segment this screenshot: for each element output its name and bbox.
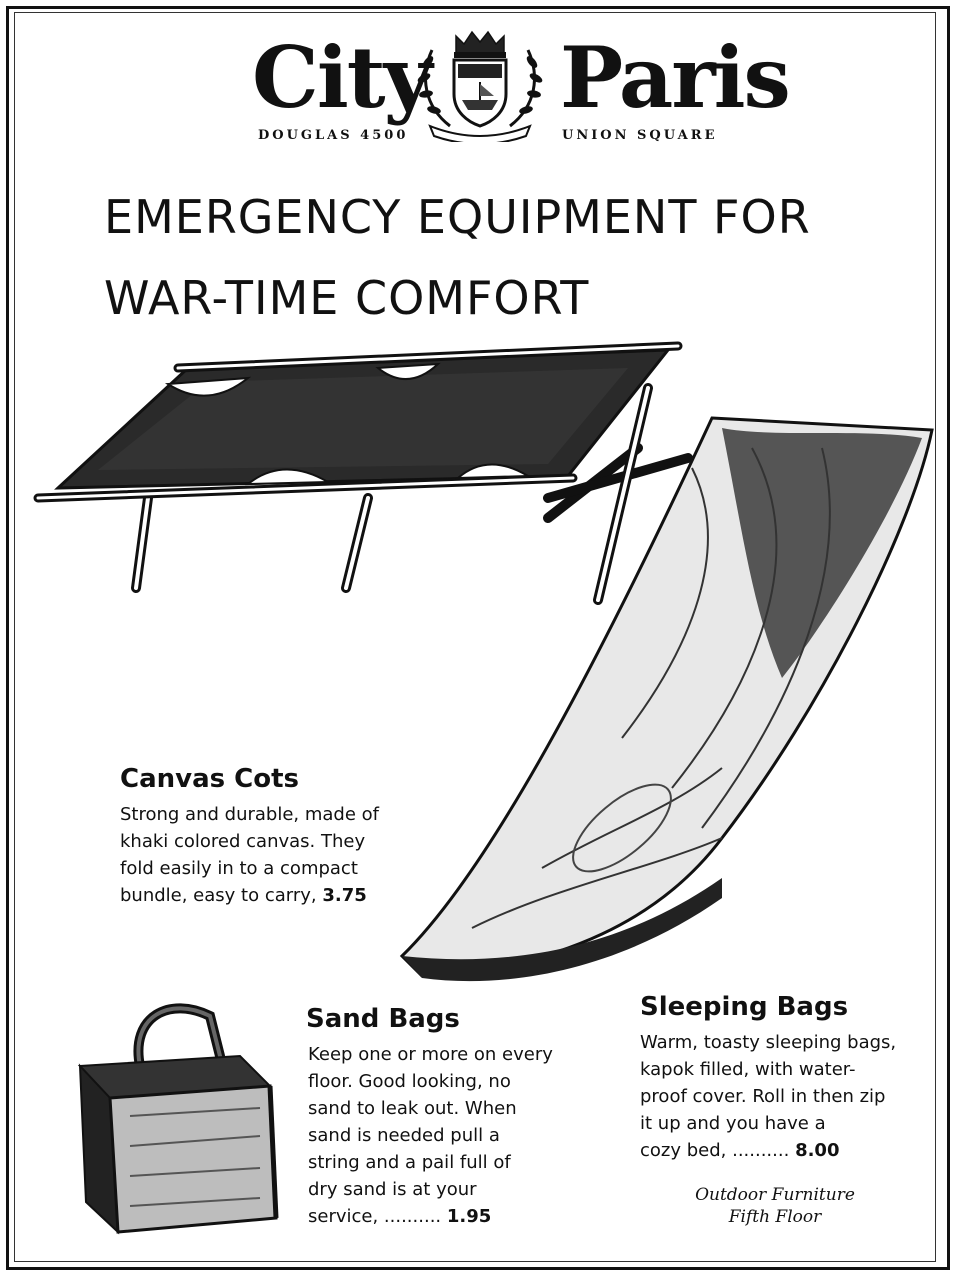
- sand-line-1: Keep one or more on every: [308, 1044, 553, 1065]
- sleeping-line-1: Warm, toasty sleeping bags,: [640, 1032, 897, 1053]
- masthead-phone: DOUGLAS 4500: [258, 128, 409, 143]
- cots-line-4: bundle, easy to carry,: [120, 885, 317, 906]
- sleeping-bag-illustration: [399, 416, 934, 982]
- sand-description: Keep one or more on every floor. Good lo…: [308, 1041, 576, 1230]
- sleeping-line-3: proof cover. Roll in then zip: [640, 1086, 886, 1107]
- sleeping-line-5: cozy bed, ..........: [640, 1140, 790, 1161]
- headline-line-1: EMERGENCY EQUIPMENT FOR: [104, 190, 811, 244]
- sleeping-price: 8.00: [795, 1140, 840, 1161]
- sleeping-description: Warm, toasty sleeping bags, kapok filled…: [640, 1029, 922, 1164]
- sleeping-title: Sleeping Bags: [640, 992, 849, 1022]
- department-info: Outdoor Furniture Fifth Floor: [660, 1184, 890, 1228]
- cots-description: Strong and durable, made of khaki colore…: [120, 801, 410, 909]
- masthead-city: City: [252, 28, 432, 127]
- ad-inner-border: [14, 12, 936, 1262]
- canvas-cot-illustration: [33, 341, 693, 605]
- sand-line-6: dry sand is at your: [308, 1179, 477, 1200]
- cots-title: Canvas Cots: [120, 764, 300, 794]
- sand-bag-illustration: [77, 1003, 279, 1235]
- headline-line-2: WAR-TIME COMFORT: [104, 271, 590, 325]
- cots-price: 3.75: [322, 885, 367, 906]
- masthead-location: UNION SQUARE: [562, 128, 718, 143]
- cots-line-3: fold easily in to a compact: [120, 858, 358, 879]
- ad-border: [6, 6, 950, 1270]
- department-floor: Fifth Floor: [728, 1207, 822, 1227]
- masthead-paris: Paris: [560, 28, 791, 127]
- sand-price: 1.95: [446, 1206, 492, 1227]
- sand-line-3: sand to leak out. When: [308, 1098, 517, 1119]
- cots-line-1: Strong and durable, made of: [120, 804, 379, 825]
- sand-title: Sand Bags: [306, 1004, 460, 1034]
- sand-line-5: string and a pail full of: [308, 1152, 511, 1173]
- coat-of-arms-crest: [417, 30, 543, 142]
- department-name: Outdoor Furniture: [695, 1185, 855, 1205]
- sand-line-4: sand is needed pull a: [308, 1125, 500, 1146]
- sand-line-2: floor. Good looking, no: [308, 1071, 511, 1092]
- sand-line-7: service, ..........: [308, 1206, 442, 1227]
- sleeping-line-4: it up and you have a: [640, 1113, 826, 1134]
- cots-line-2: khaki colored canvas. They: [120, 831, 366, 852]
- sleeping-line-2: kapok filled, with water-: [640, 1059, 856, 1080]
